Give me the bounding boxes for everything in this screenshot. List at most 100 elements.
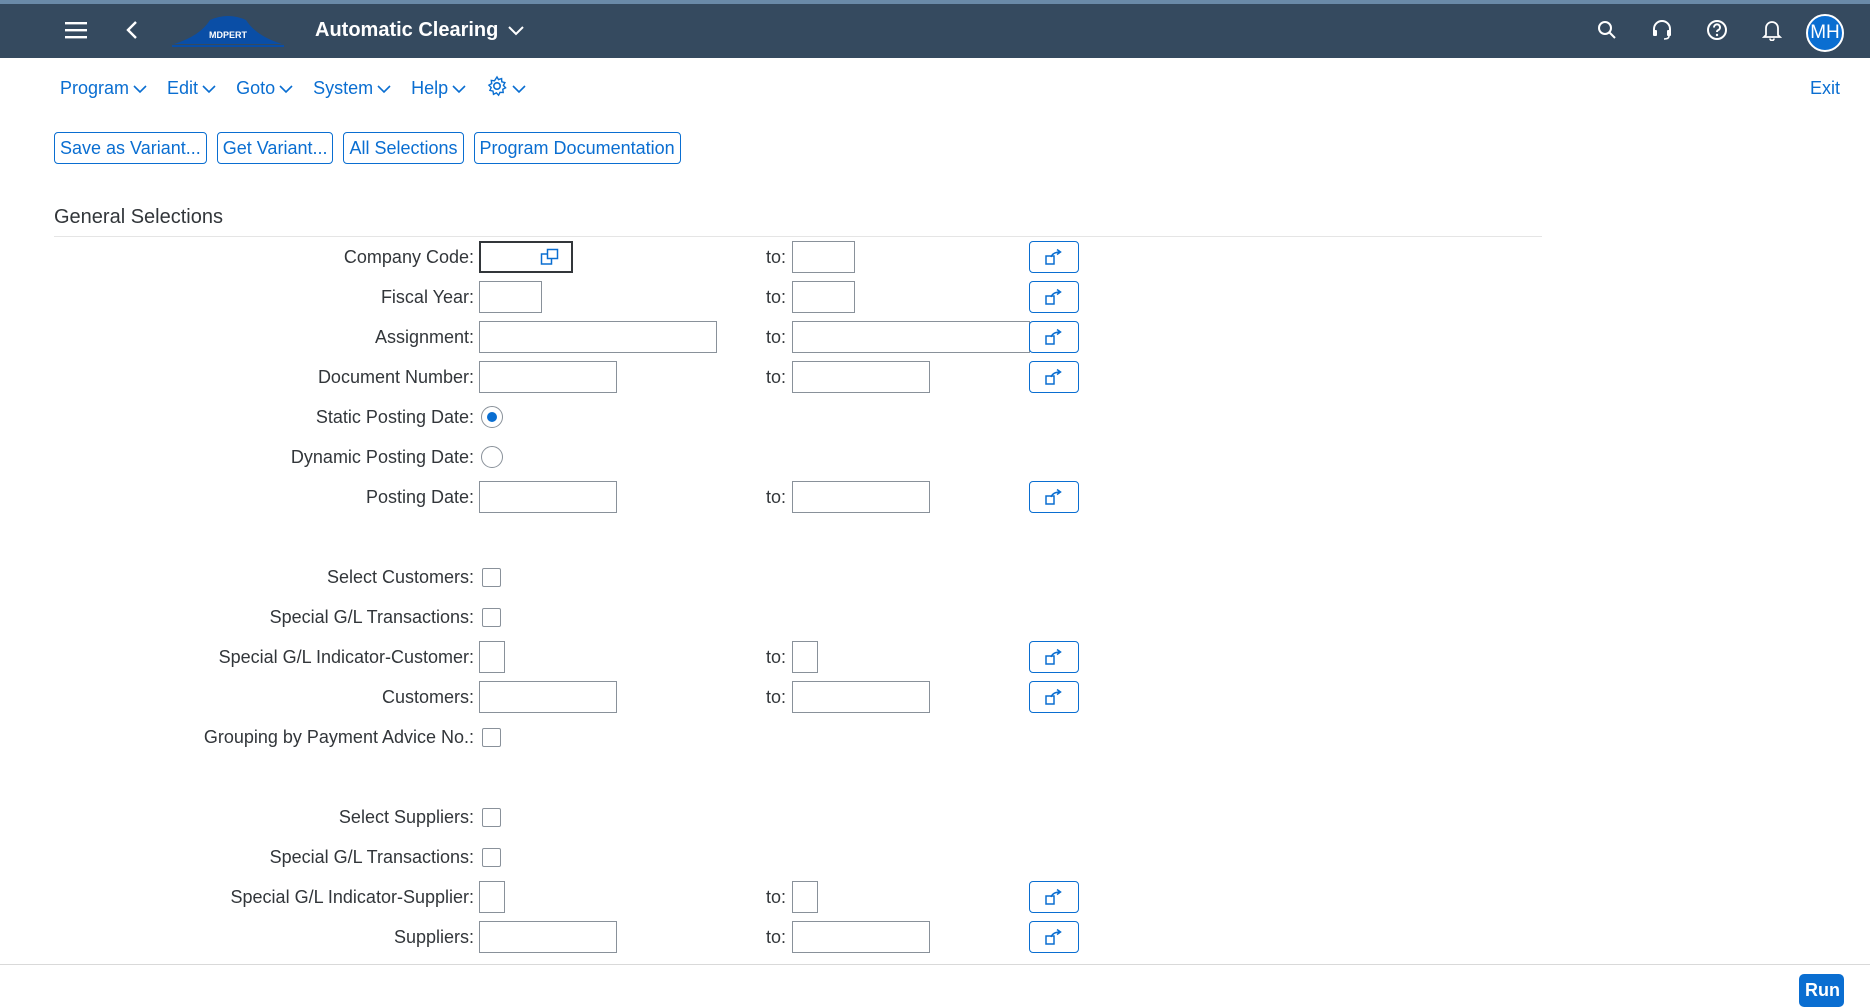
menu-edit[interactable]: Edit bbox=[167, 78, 216, 99]
posting-date-label: Posting Date: bbox=[365, 487, 474, 507]
run-button[interactable]: Run bbox=[1799, 974, 1844, 1007]
program-documentation-button[interactable]: Program Documentation bbox=[473, 132, 681, 164]
document-number-to-input[interactable] bbox=[792, 361, 930, 393]
document-number-row: Document Number: to: bbox=[0, 361, 1870, 393]
multiple-selection-icon bbox=[1045, 888, 1062, 905]
shell-bar: MDPERT Automatic Clearing MH bbox=[0, 0, 1870, 58]
menu-goto[interactable]: Goto bbox=[236, 78, 293, 99]
grouping-payment-advice-label: Grouping by Payment Advice No.: bbox=[203, 727, 474, 747]
menu-program[interactable]: Program bbox=[60, 78, 147, 99]
hamburger-menu-icon[interactable] bbox=[62, 18, 90, 42]
multiple-selection-icon bbox=[1045, 288, 1062, 305]
fiscal-year-label: Fiscal Year: bbox=[380, 287, 474, 307]
special-gl-indicator-supplier-row: Special G/L Indicator-Supplier: to: bbox=[0, 881, 1870, 913]
to-label: to: bbox=[766, 687, 787, 707]
chevron-down-icon bbox=[377, 78, 391, 99]
to-label: to: bbox=[766, 287, 787, 307]
customers-to-input[interactable] bbox=[792, 681, 930, 713]
company-code-to-input[interactable] bbox=[792, 241, 855, 273]
all-selections-button[interactable]: All Selections bbox=[343, 132, 464, 164]
suppliers-to-input[interactable] bbox=[792, 921, 930, 953]
customers-from-input[interactable] bbox=[479, 681, 617, 713]
to-label: to: bbox=[766, 927, 787, 947]
chevron-down-icon bbox=[202, 78, 216, 99]
special-gl-indicator-customer-to-input[interactable] bbox=[792, 641, 818, 673]
menu-label: Goto bbox=[236, 77, 276, 98]
select-customers-label: Select Customers: bbox=[326, 567, 474, 587]
back-icon[interactable] bbox=[120, 18, 144, 42]
multiple-selection-button[interactable] bbox=[1029, 681, 1079, 713]
document-number-from-input[interactable] bbox=[479, 361, 617, 393]
special-gl-transactions-label: Special G/L Transactions: bbox=[269, 607, 474, 627]
suppliers-from-input[interactable] bbox=[479, 921, 617, 953]
app-title-dropdown[interactable]: Automatic Clearing bbox=[315, 19, 525, 42]
posting-date-row: Posting Date: to: bbox=[0, 481, 1870, 513]
menu-label: Program bbox=[60, 77, 130, 98]
multiple-selection-icon bbox=[1045, 488, 1062, 505]
avatar-initials: MH bbox=[1810, 22, 1840, 43]
special-gl-transactions-customer-checkbox[interactable] bbox=[482, 608, 501, 627]
multiple-selection-button[interactable] bbox=[1029, 241, 1079, 273]
multiple-selection-button[interactable] bbox=[1029, 881, 1079, 913]
multiple-selection-icon bbox=[1045, 328, 1062, 345]
posting-date-from-input[interactable] bbox=[479, 481, 617, 513]
select-suppliers-label: Select Suppliers: bbox=[338, 807, 474, 827]
app-title: Automatic Clearing bbox=[315, 19, 499, 41]
menu-label: Edit bbox=[167, 77, 199, 98]
multiple-selection-button[interactable] bbox=[1029, 321, 1079, 353]
grouping-payment-advice-checkbox[interactable] bbox=[482, 728, 501, 747]
special-gl-transactions-label: Special G/L Transactions: bbox=[269, 847, 474, 867]
company-code-row: Company Code: to: bbox=[0, 241, 1870, 273]
assignment-to-input[interactable] bbox=[792, 321, 1030, 353]
bell-icon[interactable] bbox=[1760, 18, 1784, 42]
static-posting-date-label: Static Posting Date: bbox=[315, 407, 474, 427]
multiple-selection-icon bbox=[1045, 368, 1062, 385]
to-label: to: bbox=[766, 487, 787, 507]
select-suppliers-checkbox[interactable] bbox=[482, 808, 501, 827]
dynamic-posting-date-radio[interactable] bbox=[481, 446, 503, 468]
save-as-variant-button[interactable]: Save as Variant... bbox=[54, 132, 207, 164]
assignment-from-input[interactable] bbox=[479, 321, 717, 353]
static-posting-date-radio[interactable] bbox=[481, 406, 503, 428]
special-gl-indicator-customer-from-input[interactable] bbox=[479, 641, 505, 673]
multiple-selection-icon bbox=[1045, 928, 1062, 945]
get-variant-button[interactable]: Get Variant... bbox=[216, 132, 334, 164]
multiple-selection-button[interactable] bbox=[1029, 921, 1079, 953]
exit-link[interactable]: Exit bbox=[1810, 78, 1841, 98]
to-label: to: bbox=[766, 367, 787, 387]
chevron-down-icon bbox=[279, 78, 293, 99]
special-gl-indicator-supplier-label: Special G/L Indicator-Supplier: bbox=[230, 887, 474, 907]
document-number-label: Document Number: bbox=[317, 367, 474, 387]
toolbar: Save as Variant... Get Variant... All Se… bbox=[54, 132, 681, 164]
grouping-payment-advice-row: Grouping by Payment Advice No.: bbox=[0, 721, 1870, 753]
company-code-from-input[interactable] bbox=[479, 241, 573, 273]
menu-help[interactable]: Help bbox=[411, 78, 466, 99]
menu-settings[interactable] bbox=[486, 75, 526, 102]
chevron-down-icon bbox=[508, 19, 525, 42]
special-gl-transactions-customer-row: Special G/L Transactions: bbox=[0, 601, 1870, 633]
select-customers-checkbox[interactable] bbox=[482, 568, 501, 587]
section-title: General Selections bbox=[54, 206, 223, 228]
fiscal-year-from-input[interactable] bbox=[479, 281, 542, 313]
headset-icon[interactable] bbox=[1650, 18, 1674, 42]
multiple-selection-button[interactable] bbox=[1029, 361, 1079, 393]
help-icon[interactable] bbox=[1705, 18, 1729, 42]
assignment-row: Assignment: to: bbox=[0, 321, 1870, 353]
customers-row: Customers: to: bbox=[0, 681, 1870, 713]
special-gl-transactions-supplier-row: Special G/L Transactions: bbox=[0, 841, 1870, 873]
multiple-selection-button[interactable] bbox=[1029, 281, 1079, 313]
search-icon[interactable] bbox=[1595, 18, 1619, 42]
avatar[interactable]: MH bbox=[1806, 14, 1844, 52]
gear-icon bbox=[486, 75, 508, 102]
value-help-icon[interactable] bbox=[539, 247, 561, 267]
special-gl-indicator-supplier-to-input[interactable] bbox=[792, 881, 818, 913]
multiple-selection-icon bbox=[1045, 648, 1062, 665]
fiscal-year-to-input[interactable] bbox=[792, 281, 855, 313]
special-gl-indicator-supplier-from-input[interactable] bbox=[479, 881, 505, 913]
posting-date-to-input[interactable] bbox=[792, 481, 930, 513]
multiple-selection-button[interactable] bbox=[1029, 641, 1079, 673]
menu-system[interactable]: System bbox=[313, 78, 391, 99]
multiple-selection-button[interactable] bbox=[1029, 481, 1079, 513]
company-code-label: Company Code: bbox=[343, 247, 474, 267]
special-gl-transactions-supplier-checkbox[interactable] bbox=[482, 848, 501, 867]
